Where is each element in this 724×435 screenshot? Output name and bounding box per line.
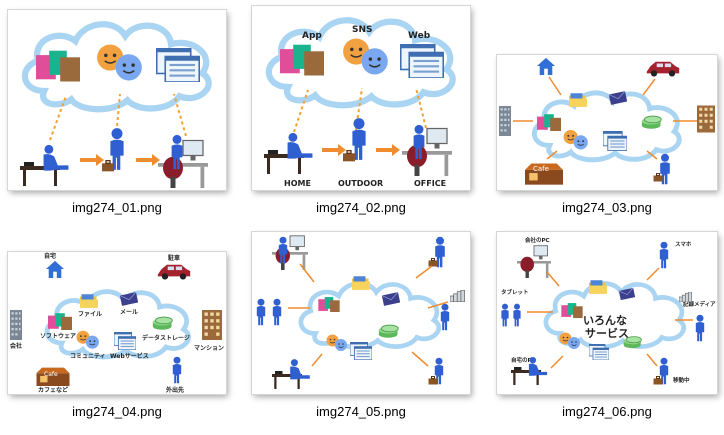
file-name[interactable]: img274_01.png: [72, 200, 162, 215]
label-cafe: カフェなど: [38, 386, 68, 394]
label-external-media: 記録メディア: [683, 300, 716, 308]
label-traveling: 移動中: [673, 376, 690, 384]
file-name[interactable]: img274_06.png: [562, 404, 652, 419]
label-various: いろんな: [583, 314, 627, 327]
file-name[interactable]: img274_05.png: [316, 404, 406, 419]
label-outdoor: OUTDOOR: [338, 179, 383, 188]
thumbnail-3[interactable]: Cafe: [497, 55, 717, 190]
label-app: App: [302, 31, 322, 41]
label-file: ファイル: [78, 311, 102, 318]
label-tablet: タブレット: [501, 288, 529, 296]
label-web: Web: [408, 31, 431, 41]
thumbnail-6[interactable]: 会社のPC スマホ タブレット 記録メディア いろんな サービス 自宅のPC 移…: [497, 232, 717, 394]
label-mansion: マンション: [194, 345, 224, 352]
cloud-concept-image-1: [20, 10, 226, 188]
label-datastorage: データストレージ: [142, 334, 190, 342]
label-home-pc: 自宅のPC: [511, 356, 536, 364]
thumbnail-5[interactable]: [252, 232, 470, 394]
cloud-concept-image-6: 会社のPC スマホ タブレット 記録メディア いろんな サービス 自宅のPC 移…: [501, 236, 716, 385]
label-community: コミュニティ: [70, 353, 106, 360]
label-mail: メール: [120, 309, 138, 316]
label-office: OFFICE: [414, 179, 446, 188]
label-company-pc: 会社のPC: [525, 236, 550, 244]
cafe-sign: Cafe: [533, 165, 549, 173]
file-name[interactable]: img274_03.png: [562, 200, 652, 215]
file-name[interactable]: img274_04.png: [72, 404, 162, 419]
cloud-concept-image-5: [256, 235, 465, 389]
thumbnail-2[interactable]: App SNS Web HOME OUTDOOR OFFICE: [252, 6, 470, 190]
cafe-sign: Cafe: [44, 371, 58, 378]
label-company: 会社: [10, 342, 22, 350]
label-software: ソフトウェア: [40, 332, 76, 340]
thumbnail-1[interactable]: [8, 10, 226, 190]
label-sns: SNS: [352, 25, 373, 35]
cloud-concept-image-2: App SNS Web HOME OUTDOOR OFFICE: [264, 6, 470, 188]
thumbnail-4[interactable]: 自宅 駐車 会社 マンション ファイル メール ソフトウェア データストレージ …: [8, 252, 226, 394]
label-smartphone: スマホ: [675, 241, 692, 248]
label-webservice: Webサービス: [110, 352, 149, 360]
file-name[interactable]: img274_02.png: [316, 200, 406, 215]
label-home: HOME: [284, 179, 311, 188]
cloud-concept-image-4: 自宅 駐車 会社 マンション ファイル メール ソフトウェア データストレージ …: [10, 252, 224, 394]
cloud-concept-image-3: Cafe: [499, 57, 715, 185]
label-outside: 外出先: [165, 386, 184, 394]
label-parking: 駐車: [168, 254, 180, 262]
label-home: 自宅: [44, 252, 56, 260]
label-services: サービス: [585, 326, 629, 340]
